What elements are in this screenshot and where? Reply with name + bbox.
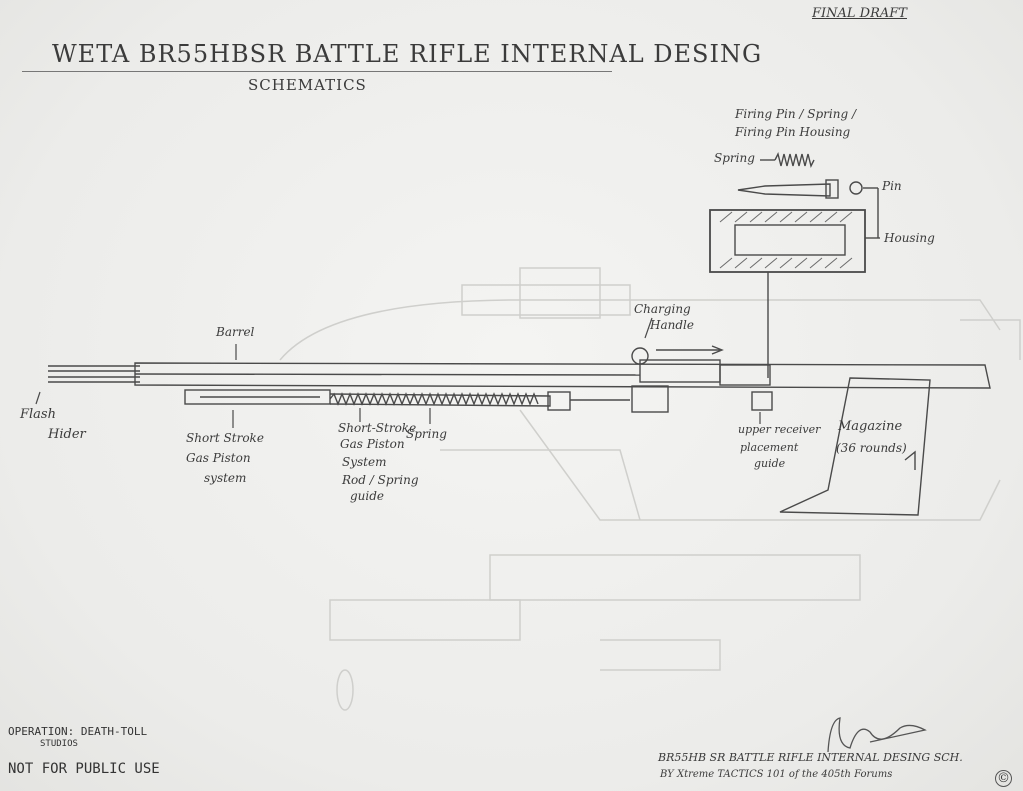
label-firing-pin-1: Firing Pin / Spring /: [735, 107, 857, 121]
label-upper-receiver-3: guide: [754, 457, 786, 470]
signature-drawing: [827, 717, 927, 753]
label-short-stroke-1: Short Stroke: [186, 431, 264, 445]
leader-lines: [35, 317, 761, 428]
page-title: WETA BR55HBSR BATTLE RIFLE INTERNAL DESI…: [52, 40, 763, 68]
rifle-body: [48, 272, 991, 516]
label-flash-1: Flash: [20, 407, 56, 422]
label-upper-receiver-2: placement: [740, 441, 799, 454]
firing-pin-assembly: [709, 151, 880, 273]
label-short-stroke-2: Gas Piston: [186, 451, 251, 465]
label-pin: Pin: [882, 179, 902, 193]
credit-line-2: BY Xtreme TACTICS 101 of the 405th Forum…: [660, 769, 893, 780]
not-for-public-notice: NOT FOR PUBLIC USE: [8, 761, 160, 777]
label-rod-guide-1: Short-Stroke: [338, 421, 417, 435]
final-draft-stamp: FINAL DRAFT: [812, 6, 907, 21]
label-firing-pin-2: Firing Pin Housing: [735, 125, 851, 139]
title-underline: [22, 71, 612, 72]
label-short-stroke-3: system: [204, 471, 247, 485]
housing-hatching: [719, 211, 853, 269]
label-flash-2: Hider: [48, 427, 86, 442]
label-rod-guide-3: System: [342, 455, 387, 469]
ghost-sketch: [279, 267, 1021, 711]
label-rod-guide-4: Rod / Spring: [342, 473, 419, 487]
label-rod-guide-5: guide: [350, 489, 385, 503]
label-spring-lower: Spring: [406, 427, 447, 441]
copyright-mark-icon: ©: [995, 770, 1012, 787]
page-subtitle: SCHEMATICS: [248, 76, 367, 94]
label-spring-top: Spring: [714, 151, 755, 165]
label-barrel: Barrel: [216, 325, 255, 339]
label-charging-1: Charging: [634, 302, 691, 316]
credit-line-1: BR55HB SR BATTLE RIFLE INTERNAL DESING S…: [658, 751, 963, 764]
label-magazine-2: (36 rounds): [836, 441, 907, 455]
label-rod-guide-2: Gas Piston: [340, 437, 405, 451]
studio-name-1: OPERATION: DEATH-TOLL: [8, 725, 148, 738]
studio-name-2: STUDIOS: [40, 739, 78, 749]
label-upper-receiver-1: upper receiver: [738, 423, 821, 436]
label-charging-2: Handle: [650, 318, 694, 332]
label-magazine-1: Magazine: [838, 419, 903, 434]
label-housing: Housing: [884, 231, 935, 245]
